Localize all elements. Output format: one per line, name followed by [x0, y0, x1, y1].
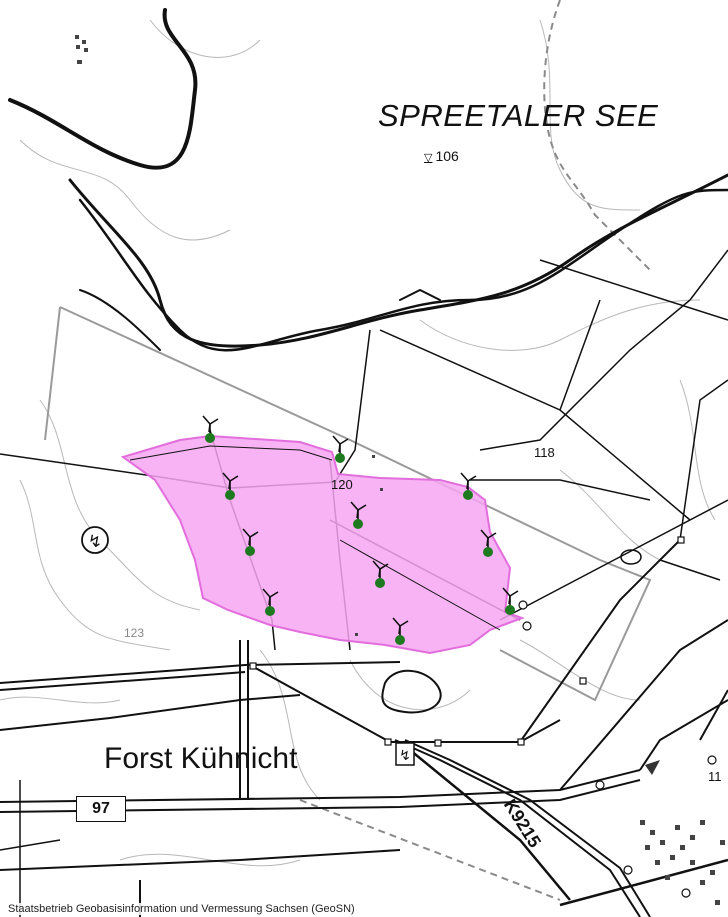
triangle-marker	[645, 760, 660, 775]
power-station-icon: ↯	[88, 532, 102, 552]
power-station-circle	[81, 526, 109, 554]
substation-icon: ↯	[399, 748, 411, 764]
forest-name-label: Forst Kühnicht	[104, 742, 298, 775]
point-symbols	[518, 600, 717, 898]
wind-park-inner-line	[129, 445, 501, 631]
wind-park-area[interactable]	[120, 434, 525, 655]
railway	[409, 749, 728, 907]
map-attribution: Staatsbetrieb Geobasisinformation und Ve…	[6, 903, 357, 915]
boundary-line	[44, 306, 652, 702]
wind-turbine-icon[interactable]	[392, 617, 409, 645]
elevation-label: 123	[124, 626, 145, 640]
settlement-buildings	[75, 35, 725, 905]
lake-shoreline	[8, 8, 728, 352]
wind-turbine-icon[interactable]	[332, 435, 349, 463]
lake-name-label: SPREETALER SEE	[378, 98, 659, 133]
wind-turbine-icon[interactable]	[480, 529, 497, 557]
wind-turbine-icon[interactable]	[222, 472, 239, 500]
wind-turbines	[202, 415, 519, 645]
wind-turbine-icon[interactable]	[242, 528, 259, 556]
small-pond	[620, 549, 642, 565]
pond	[381, 669, 442, 714]
substation-box	[395, 742, 415, 766]
contour-lines	[0, 19, 716, 867]
water-level-icon: ▽	[424, 152, 433, 164]
wind-turbine-icon[interactable]	[202, 415, 219, 443]
square-markers	[249, 536, 685, 747]
dashed-paths	[299, 0, 651, 901]
elevation-label: 11	[708, 769, 722, 784]
wind-turbine-icon[interactable]	[372, 560, 389, 588]
lake-level-label: ▽106	[424, 149, 459, 164]
main-roads	[0, 539, 728, 917]
wind-turbine-icon[interactable]	[460, 472, 477, 500]
wind-turbine-icon[interactable]	[502, 587, 519, 615]
wind-turbine-icon[interactable]	[350, 501, 367, 529]
wind-turbine-icon[interactable]	[262, 588, 279, 616]
road-number-shield: 97	[76, 796, 126, 822]
lake-level-value: 106	[435, 148, 459, 164]
elevation-label: 118	[534, 445, 555, 460]
elevation-label: 120	[331, 477, 353, 492]
